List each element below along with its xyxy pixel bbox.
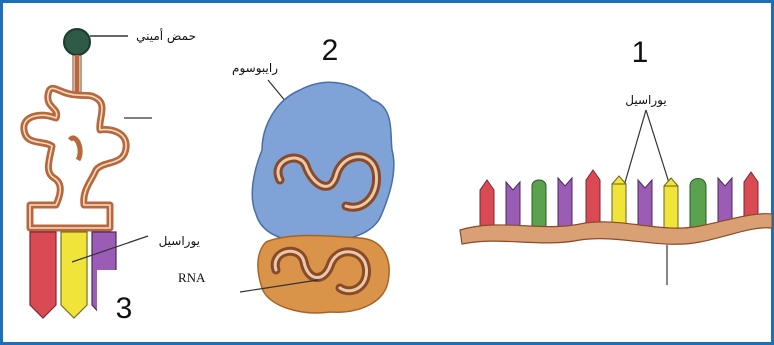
mrna-base-green-2 xyxy=(690,179,706,233)
mrna-uracil-pointer-left xyxy=(624,110,646,186)
mrna-base-purple-3 xyxy=(638,180,652,230)
mrna-base-yellow-1 xyxy=(612,176,626,228)
panel-3-number: 3 xyxy=(116,292,133,325)
mrna-base-green-1 xyxy=(532,180,546,230)
mrna-base-yellow-2 xyxy=(664,178,678,232)
trna-base-red xyxy=(30,232,56,318)
mrna-base-purple-2 xyxy=(558,178,572,228)
trna-cloverleaf xyxy=(24,88,126,228)
panel-1-number: 1 xyxy=(632,36,649,69)
trna-uracil-label: يوراسيل xyxy=(159,234,200,249)
mrna-figure: 1 يوراسيل xyxy=(460,36,772,285)
mrna-base-red-2 xyxy=(586,170,600,228)
trna-figure: حمض أميني يوراسيل RNA 3 xyxy=(24,28,206,326)
mrna-uracil-pointer-right xyxy=(646,110,670,186)
ribosome-label: رايبوسوم xyxy=(232,61,278,76)
trna-rna-label: RNA xyxy=(178,270,206,285)
trna-base-yellow xyxy=(61,232,87,318)
panel-2-number: 2 xyxy=(322,34,339,67)
ribosome-figure: 2 رايبوسوم xyxy=(232,34,394,313)
mrna-uracil-label: يوراسيل xyxy=(625,93,666,108)
amino-acid-label: حمض أميني xyxy=(136,28,196,44)
amino-acid-ball xyxy=(64,29,90,55)
